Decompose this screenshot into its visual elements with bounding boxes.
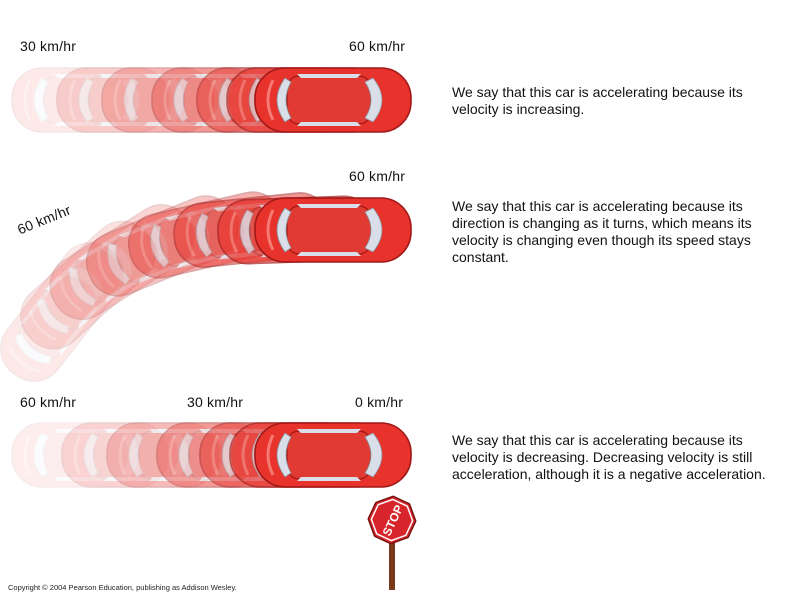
car bbox=[253, 66, 413, 134]
panel-1-description: We say that this car is accelerating bec… bbox=[452, 84, 743, 117]
panel-1-car-trail bbox=[10, 66, 413, 134]
copyright-notice: Copyright © 2004 Pearson Education, publ… bbox=[8, 583, 237, 592]
speed-label: 30 km/hr bbox=[187, 394, 244, 410]
stop-sign-icon: STOP bbox=[367, 495, 417, 590]
panel-2-description: We say that this car is accelerating bec… bbox=[452, 198, 752, 265]
panel-3-description: We say that this car is accelerating bec… bbox=[452, 432, 766, 482]
speed-label: 60 km/hr bbox=[20, 394, 77, 410]
speed-label: 60 km/hr bbox=[349, 168, 406, 184]
speed-label: 60 km/hr bbox=[349, 38, 406, 54]
panel-3-car-trail bbox=[10, 421, 413, 489]
speed-label: 30 km/hr bbox=[20, 38, 77, 54]
speed-label: 0 km/hr bbox=[355, 394, 404, 410]
car bbox=[253, 196, 413, 264]
car bbox=[253, 421, 413, 489]
